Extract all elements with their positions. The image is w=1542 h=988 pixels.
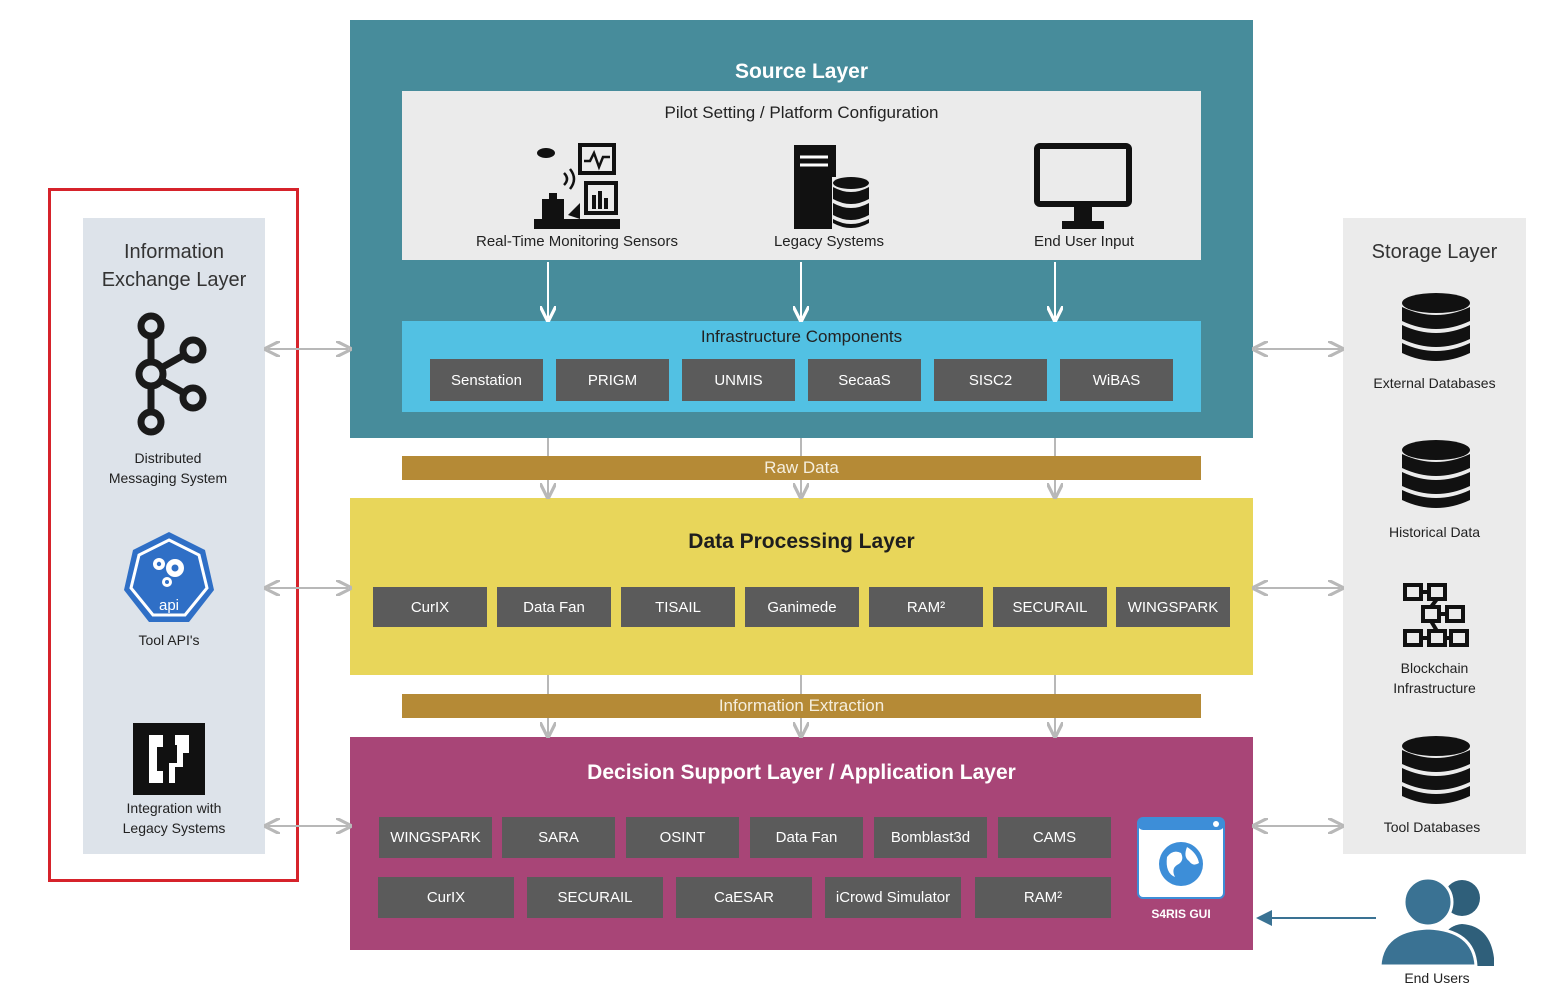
s4ris-gui-icon (1137, 817, 1225, 899)
legacy-integration-icon (133, 723, 205, 795)
decision-support-title: Decision Support Layer / Application Lay… (587, 761, 1016, 784)
sensors-icon (534, 143, 620, 229)
infrastructure-components-box: Infrastructure Components Senstation PRI… (402, 321, 1201, 412)
infra-chip-unmis: UNMIS (682, 359, 795, 401)
source-label-sensors: Real-Time Monitoring Sensors (475, 233, 679, 250)
ds-chip-securail: SECURAIL (527, 877, 663, 918)
information-exchange-layer: Information Exchange Layer Distributed M… (83, 218, 265, 854)
infrastructure-components-title: Infrastructure Components (700, 327, 903, 346)
storage-layer: Storage Layer External Databases Histori… (1343, 218, 1526, 854)
source-layer-title: Source Layer (734, 60, 869, 83)
storage-title: Storage Layer (1371, 241, 1498, 263)
storage-item-3-line1: Blockchain (1400, 660, 1469, 676)
source-label-legacy-systems: Legacy Systems (773, 233, 885, 250)
data-processing-title: Data Processing Layer (688, 530, 915, 553)
end-users-icon (1378, 876, 1494, 968)
infra-chip-secaas: SecaaS (808, 359, 921, 401)
info-item-1-line2: Messaging System (108, 470, 228, 486)
decision-support-layer: Decision Support Layer / Application Lay… (350, 737, 1253, 950)
database-icon (1402, 440, 1470, 508)
info-exchange-title-line1: Information (123, 241, 225, 263)
blockchain-icon (1403, 583, 1469, 647)
ds-chip-caesar: CaESAR (676, 877, 812, 918)
database-icon (1402, 736, 1470, 804)
ds-chip-osint: OSINT (626, 817, 739, 858)
information-extraction-bar: Information Extraction (402, 694, 1201, 718)
infra-chip-senstation: Senstation (430, 359, 543, 401)
info-item-3-line2: Legacy Systems (122, 820, 226, 836)
database-icon (1402, 293, 1470, 361)
kafka-icon (135, 312, 207, 436)
storage-item-3-line2: Infrastructure (1393, 680, 1476, 696)
info-item-1-line1: Distributed (134, 450, 202, 466)
ds-chip-wingspark: WINGSPARK (379, 817, 492, 858)
ds-chip-ram2: RAM² (975, 877, 1111, 918)
server-database-icon (794, 145, 870, 229)
ds-chip-sara: SARA (502, 817, 615, 858)
raw-data-bar: Raw Data (402, 456, 1201, 480)
dp-chip-securail: SECURAIL (993, 587, 1107, 627)
storage-item-4-label: Tool Databases (1383, 819, 1481, 835)
dp-chip-wingspark: WINGSPARK (1116, 587, 1230, 627)
infra-chip-wibas: WiBAS (1060, 359, 1173, 401)
storage-item-1-label: External Databases (1373, 375, 1496, 391)
dp-chip-ganimede: Ganimede (745, 587, 859, 627)
s4ris-gui-label: S4RIS GUI (1151, 907, 1211, 921)
ds-chip-icrowd-simulator: iCrowd Simulator (825, 877, 961, 918)
info-item-3-line1: Integration with (126, 800, 222, 816)
ds-chip-cams: CAMS (998, 817, 1111, 858)
source-label-end-user-input: End User Input (1033, 233, 1135, 250)
api-icon: api (124, 532, 214, 622)
dp-chip-curix: CurIX (373, 587, 487, 627)
storage-item-2-label: Historical Data (1388, 524, 1481, 540)
api-icon-text: api (159, 597, 179, 614)
dp-chip-ram2: RAM² (869, 587, 983, 627)
pilot-setting-box: Pilot Setting / Platform Configuration R… (402, 91, 1201, 260)
ds-chip-curix: CurIX (378, 877, 514, 918)
pilot-setting-title: Pilot Setting / Platform Configuration (664, 103, 939, 122)
ds-chip-data-fan: Data Fan (750, 817, 863, 858)
information-exchange-highlight-border (48, 188, 299, 882)
ds-chip-bomblast3d: Bomblast3d (874, 817, 987, 858)
info-item-2-line1: Tool API's (138, 632, 200, 648)
data-processing-layer: Data Processing Layer CurIX Data Fan TIS… (350, 498, 1253, 675)
monitor-icon (1034, 143, 1132, 229)
info-exchange-title-line2: Exchange Layer (101, 269, 247, 291)
infra-chip-prigm: PRIGM (556, 359, 669, 401)
dp-chip-data-fan: Data Fan (497, 587, 611, 627)
end-users-label: End Users (1404, 970, 1470, 986)
dp-chip-tisail: TISAIL (621, 587, 735, 627)
infra-chip-sisc2: SISC2 (934, 359, 1047, 401)
